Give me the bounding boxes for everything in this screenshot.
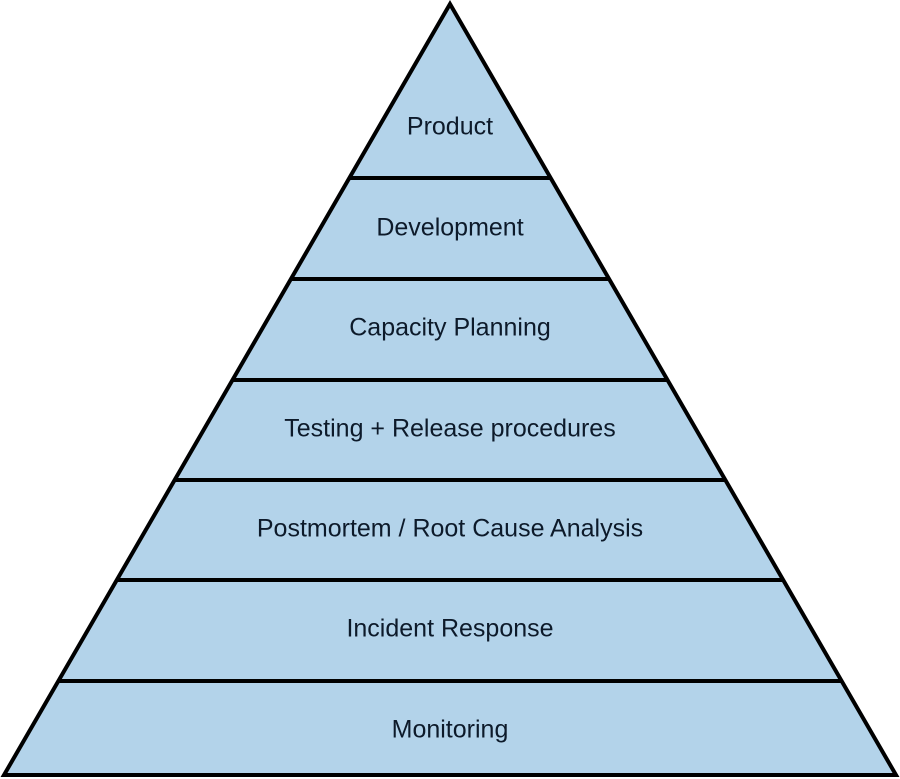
pyramid-level-label: Incident Response (346, 615, 553, 643)
pyramid-level-label: Testing + Release procedures (284, 415, 615, 443)
pyramid-level-label: Monitoring (392, 716, 509, 744)
pyramid-fill (4, 4, 896, 775)
pyramid-level-label: Development (376, 214, 523, 242)
pyramid-level-label: Capacity Planning (349, 314, 551, 342)
pyramid-level-label: Product (407, 113, 493, 141)
pyramid-level-label: Postmortem / Root Cause Analysis (257, 515, 643, 543)
